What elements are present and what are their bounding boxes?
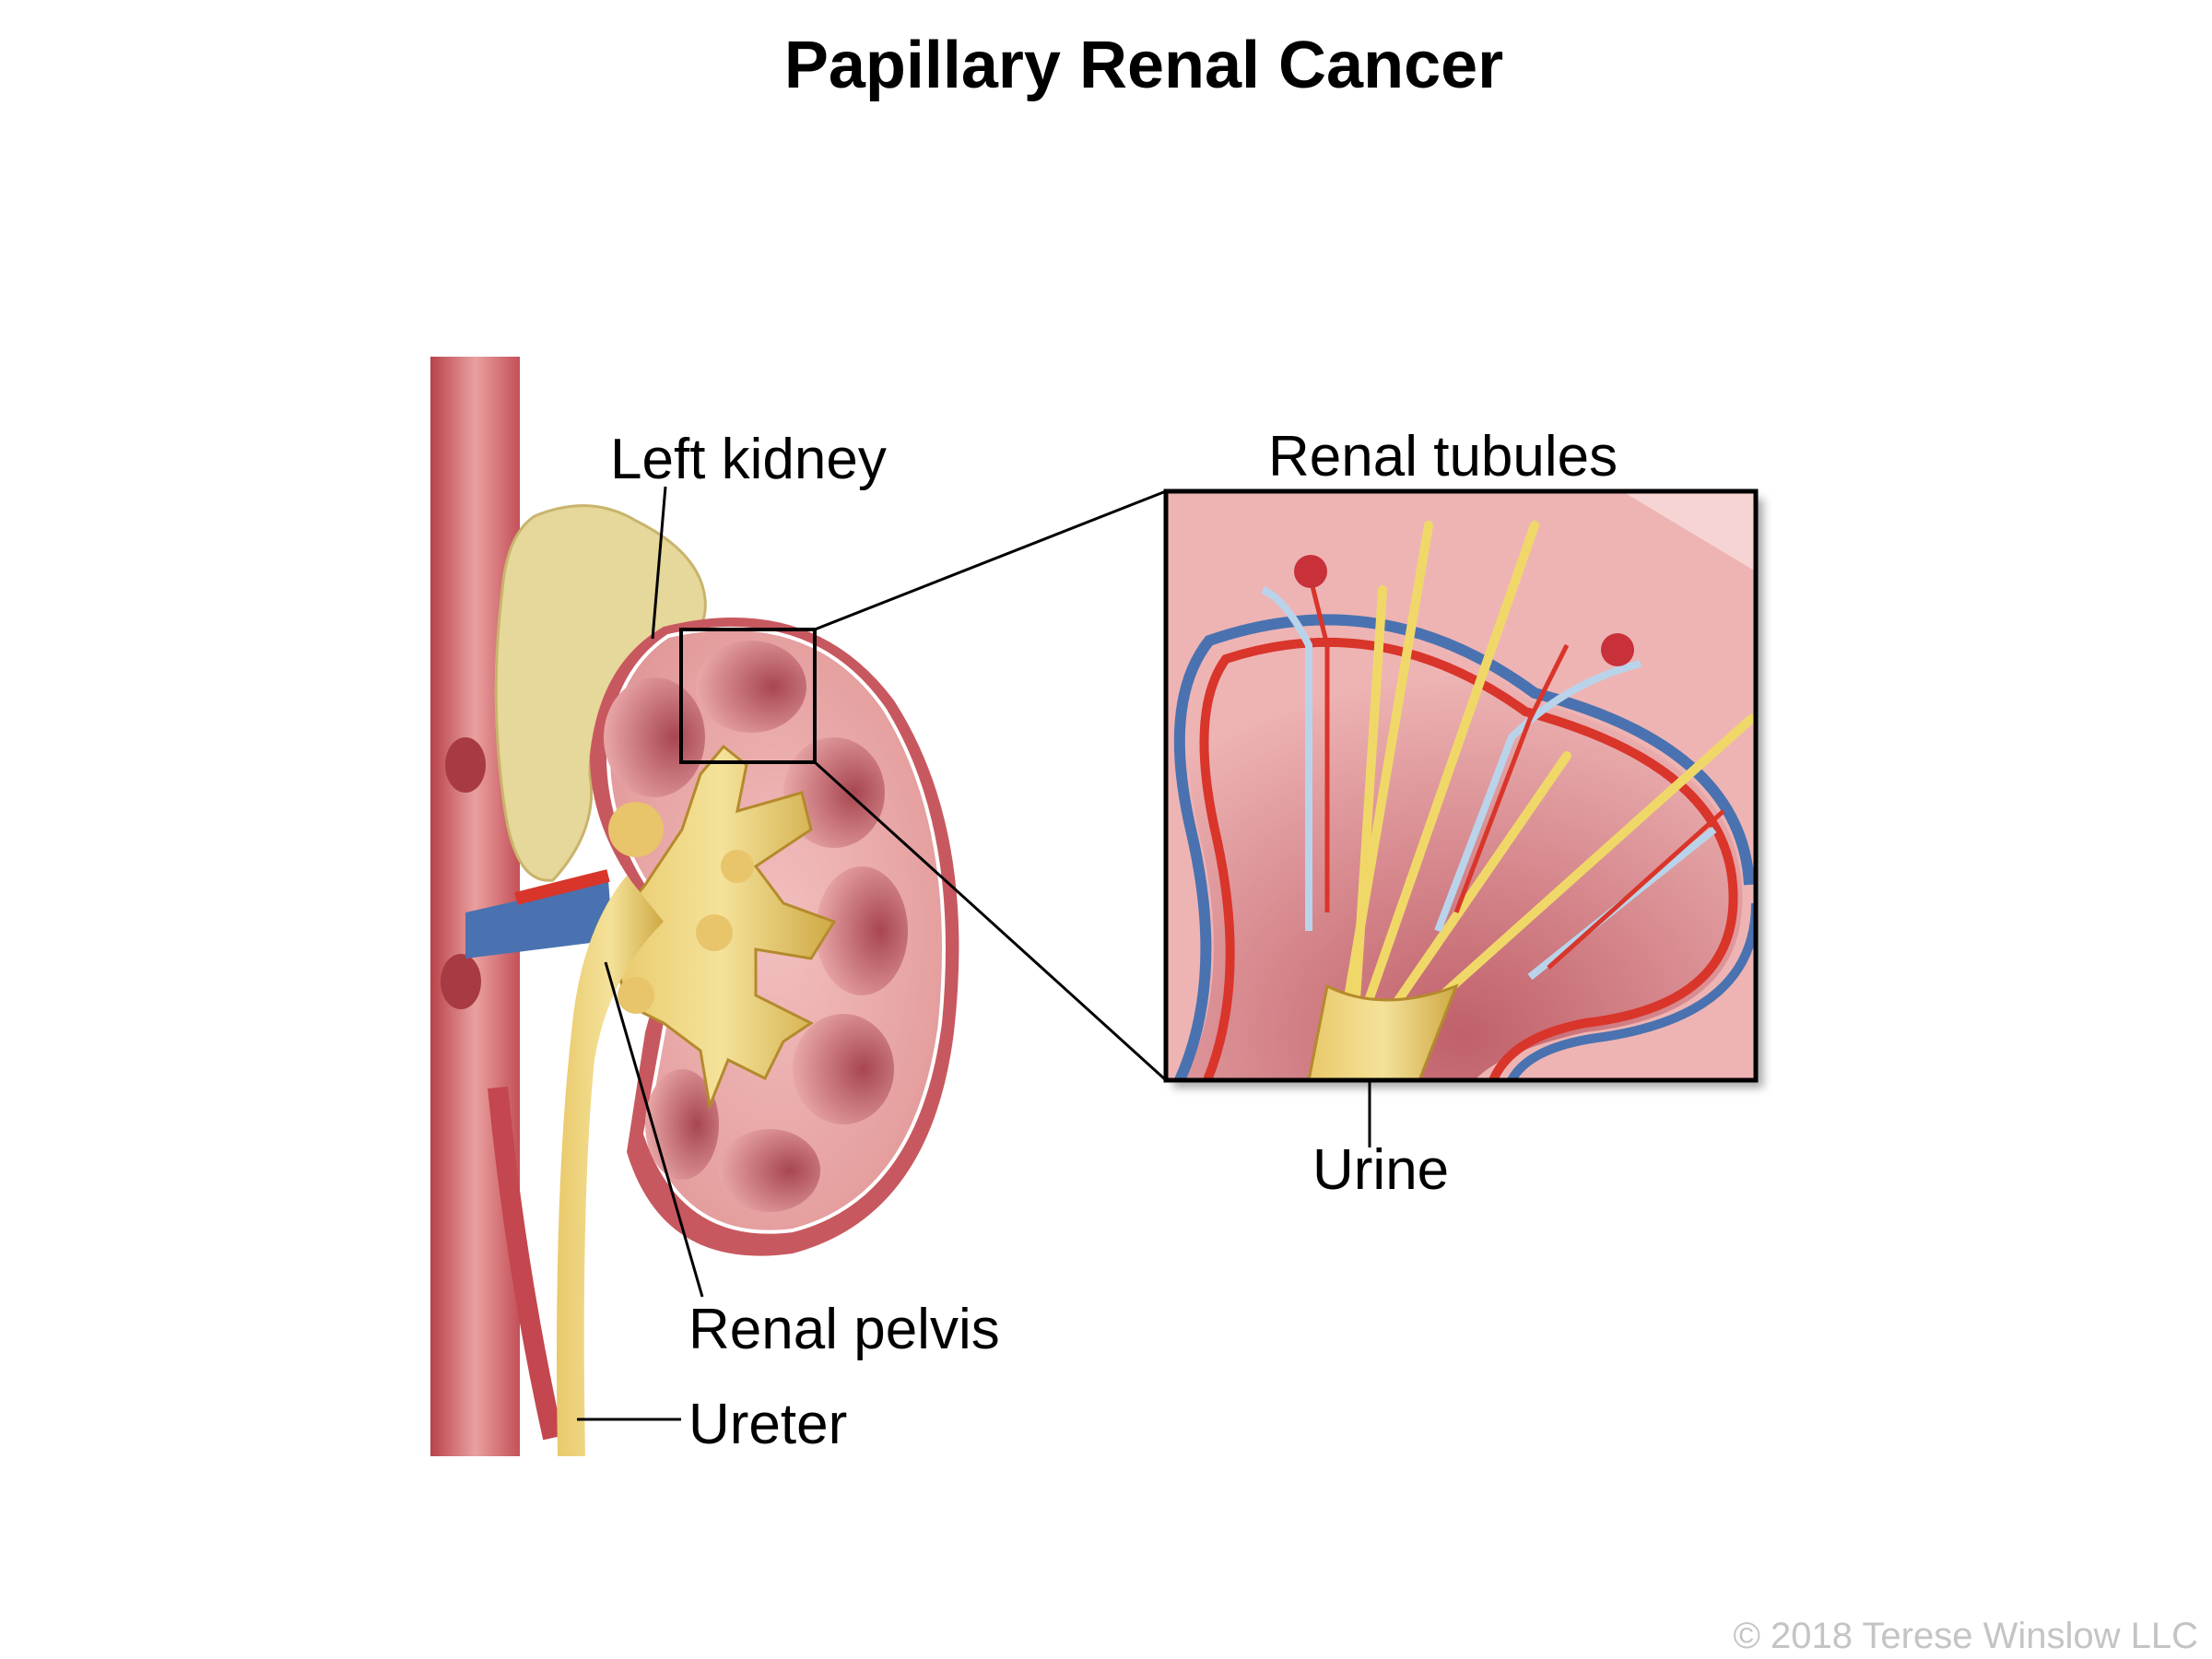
label-renal-tubules: Renal tubules (1268, 425, 1618, 488)
inset-illustration (1173, 491, 1756, 1080)
renal-vessels (465, 869, 613, 959)
zoom-box (679, 628, 817, 764)
leader-renal-pelvis (604, 961, 704, 1298)
label-ureter: Ureter (688, 1393, 847, 1456)
copyright: © 2018 Terese Winslow LLC (1733, 1616, 2198, 1656)
label-urine: Urine (1312, 1138, 1449, 1202)
ureter (557, 876, 664, 1456)
label-renal-pelvis: Renal pelvis (688, 1298, 1000, 1361)
inset-border (1163, 488, 1759, 1083)
label-left-kidney: Left kidney (610, 428, 887, 491)
zoom-line-top (814, 489, 1167, 631)
adrenal-gland (494, 504, 707, 882)
diagram-title: Papillary Renal Cancer (784, 29, 1503, 102)
leader-left-kidney (651, 486, 667, 640)
zoom-line-bottom (813, 760, 1168, 1082)
